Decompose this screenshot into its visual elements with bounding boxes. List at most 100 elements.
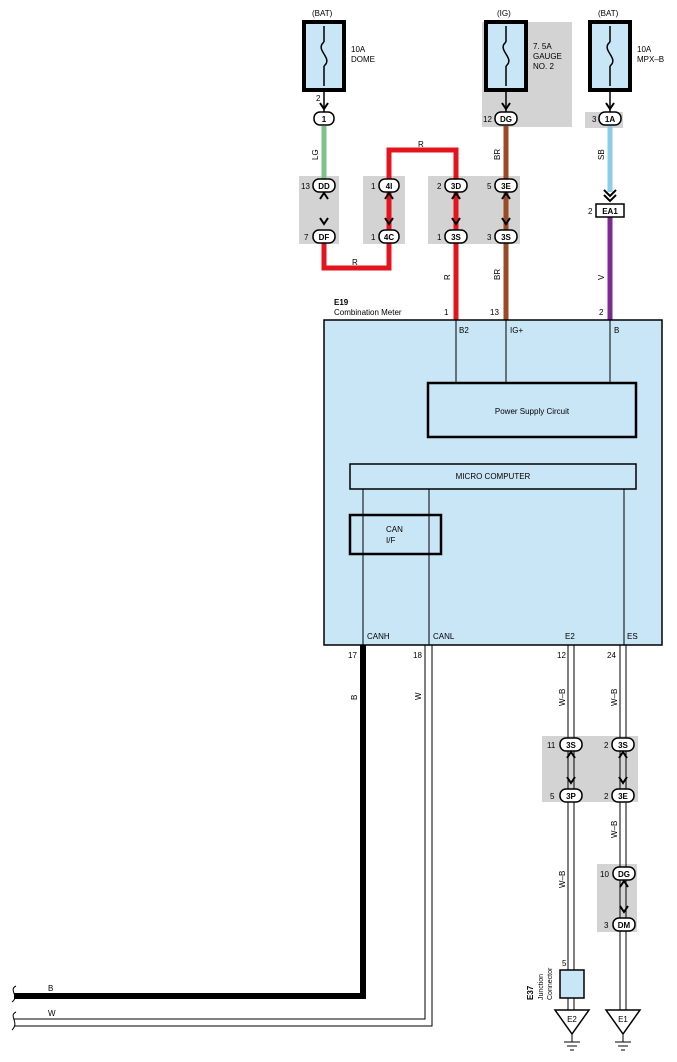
ground-e2-icon [553, 1009, 591, 1051]
canl-label: CANL [433, 632, 455, 641]
dome-fuse [302, 20, 346, 92]
power-supply-label: Power Supply Circuit [495, 407, 570, 416]
r-top-label: R [418, 140, 424, 149]
wb-label-3: W–B [610, 821, 619, 838]
dome-name: DOME [351, 55, 375, 64]
micro-computer-label: MICRO COMPUTER [456, 472, 531, 481]
connector-pills [312, 111, 636, 932]
c4i-code: 4I [386, 182, 393, 191]
ground-e1-icon [604, 1009, 642, 1051]
r-bottom-label: R [352, 258, 358, 267]
wb-label-4: W–B [558, 871, 567, 888]
mpx-source: (BAT) [598, 9, 619, 18]
b-wire [14, 645, 366, 999]
gauge-source: (IG) [497, 9, 511, 18]
df-pin: 7 [304, 233, 309, 242]
ea1-connector [595, 203, 625, 218]
br-label-2: BR [493, 269, 502, 280]
ea1-code: EA1 [602, 207, 618, 216]
junction-line2: Connector [547, 967, 554, 1000]
a1-code: 1A [605, 115, 615, 124]
can-if-box [348, 513, 443, 556]
junction-connector-box [559, 969, 585, 999]
mpx-fuse [588, 20, 632, 92]
dg-low-code: DG [618, 870, 630, 879]
gauge-rating: 7. 5A [533, 42, 552, 51]
meter-pin-1: 1 [444, 308, 449, 317]
c3s-pin: 1 [437, 233, 442, 242]
c4c-pin: 1 [371, 233, 376, 242]
power-supply-circuit-box [426, 381, 638, 439]
c3s-r-code: 3S [618, 741, 628, 750]
dome-out-pin: 2 [316, 94, 321, 103]
c3d-code: 3D [451, 182, 461, 191]
dg-top-code: DG [500, 115, 512, 124]
c3s-r-pin: 2 [604, 741, 609, 750]
meter-b2: B2 [459, 326, 469, 335]
ea1-pin: 2 [588, 207, 593, 216]
c3s-b-pin: 3 [487, 233, 492, 242]
meter-pin-24: 24 [607, 651, 616, 660]
b-vert-label: B [350, 695, 359, 700]
w-wire-inner [14, 645, 433, 1027]
lg-label: LG [311, 149, 320, 160]
df-code: DF [319, 233, 330, 242]
mpx-rating: 10A [637, 45, 652, 54]
gauge-fuse [484, 20, 528, 92]
c4i-pin: 1 [371, 182, 376, 191]
dm-pin: 3 [604, 921, 609, 930]
sb-label: SB [597, 149, 606, 160]
c3s-l-pin: 11 [547, 741, 556, 750]
gauge-name1: GAUGE [533, 52, 562, 61]
c3e-r-code: 3E [618, 792, 628, 801]
can-label: CAN [386, 525, 403, 534]
meter-id: E19 [334, 298, 349, 307]
w-vert-label: W [414, 692, 423, 700]
micro-computer-box [349, 463, 637, 490]
c4c-code: 4C [384, 233, 394, 242]
c1-code: 1 [322, 115, 327, 124]
meter-pin-13: 13 [490, 308, 499, 317]
junction-id: E37 [526, 985, 535, 1000]
canh-label: CANH [367, 632, 390, 641]
combination-meter-box [323, 319, 663, 646]
junction-pin: 5 [562, 959, 567, 968]
c3d-pin: 2 [437, 182, 442, 191]
dm-code: DM [618, 921, 631, 930]
c3e-a-code: 3E [501, 182, 511, 191]
dome-rating: 10A [351, 45, 366, 54]
meter-igp: IG+ [510, 326, 523, 335]
mpx-pin: 3 [592, 115, 597, 124]
dg-low-pin: 10 [600, 870, 609, 879]
r-right-label: R [443, 274, 452, 280]
w-wire-break-mark [11, 1011, 17, 1031]
c3p-pin: 5 [550, 792, 555, 801]
can-if-label: I/F [386, 536, 395, 545]
b-bottom-label: B [48, 984, 53, 993]
c3e-r-pin: 2 [604, 792, 609, 801]
c3p-code: 3P [566, 792, 576, 801]
c3s-a-code: 3S [451, 233, 461, 242]
mpx-name: MPX–B [637, 55, 664, 64]
meter-pin-12: 12 [557, 651, 566, 660]
meter-pin-17: 17 [348, 651, 357, 660]
dd-pin: 13 [301, 182, 310, 191]
wb-label-2: W–B [610, 689, 619, 706]
es-label: ES [627, 632, 638, 641]
dome-source: (BAT) [312, 9, 333, 18]
w-wire-outer [14, 645, 426, 1020]
meter-name: Combination Meter [334, 308, 402, 317]
w-bottom-label: W [48, 1009, 56, 1018]
br-label-1: BR [493, 149, 502, 160]
gauge-pin: 12 [483, 115, 492, 124]
e2-label: E2 [565, 632, 575, 641]
c3e-pin: 5 [487, 182, 492, 191]
meter-pin-18: 18 [413, 651, 422, 660]
connector-arrows [319, 102, 629, 914]
meter-b: B [614, 326, 619, 335]
meter-pin-2: 2 [599, 308, 604, 317]
v-label: V [597, 274, 606, 280]
c3s-b-code: 3S [501, 233, 511, 242]
dd-code: DD [318, 182, 330, 191]
